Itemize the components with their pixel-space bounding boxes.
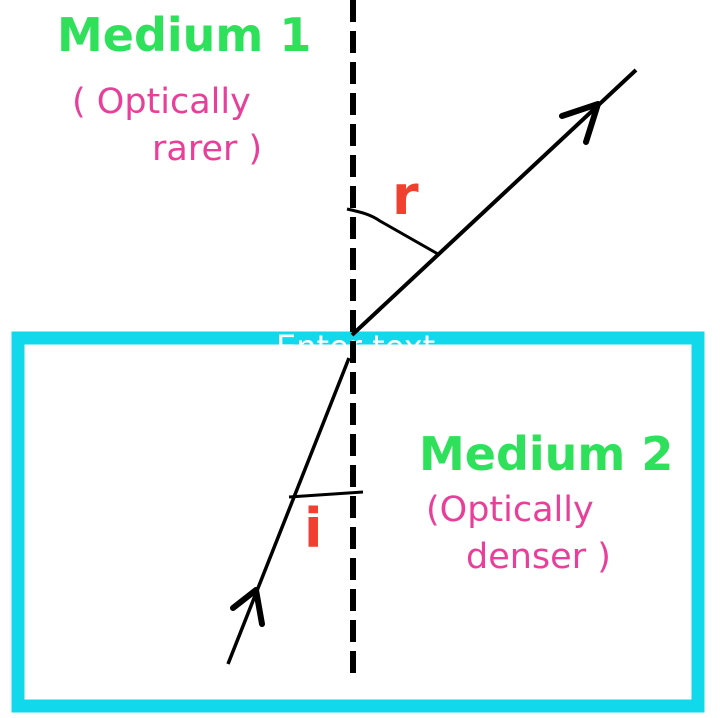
- medium-1-title: Medium 1: [57, 8, 311, 62]
- angle-i-label: i: [304, 497, 323, 560]
- incident-ray: [226, 357, 351, 665]
- refracted-ray: [350, 68, 638, 337]
- incident-arrow-head: [230, 587, 265, 627]
- refracted-arrow-head: [559, 101, 601, 145]
- angle-i-arc: [288, 490, 364, 499]
- medium-2-title: Medium 2: [419, 427, 673, 481]
- medium-1-note-line1: ( Optically: [72, 82, 251, 122]
- medium-2-note-line2: denser ): [466, 537, 611, 577]
- medium-2-note-line1: (Optically: [426, 490, 594, 530]
- angle-r-label: r: [392, 164, 419, 227]
- angle-r-arc: [346, 207, 439, 256]
- medium-2-boundary: [11, 331, 705, 713]
- medium-1-note-line2: rarer ): [152, 129, 262, 169]
